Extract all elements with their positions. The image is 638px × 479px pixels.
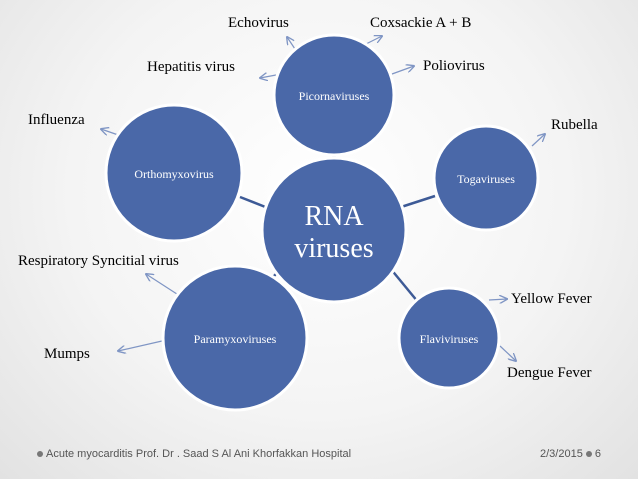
footer-right: 2/3/2015 6 [540, 447, 601, 461]
footer-date: 2/3/2015 [540, 448, 583, 460]
arrow-rubella [531, 134, 545, 147]
arrow-poliovirus [391, 66, 414, 75]
label-mumps: Mumps [44, 346, 90, 362]
connector-togaviruses [397, 194, 436, 210]
connector-flaviviruses [389, 267, 419, 303]
label-yellow-fever: Yellow Fever [511, 291, 592, 307]
label-coxsackie: Coxsackie A + B [370, 15, 472, 31]
circle-flaviviruses [397, 286, 501, 390]
footer-bullet-icon [37, 450, 43, 457]
circle-orthomyxovirus [104, 103, 244, 243]
center-line2: viruses [294, 233, 373, 264]
label-influenza: Influenza [28, 112, 85, 128]
footer-source: Acute myocarditis Prof. Dr . Saad S Al A… [34, 447, 351, 461]
label-dengue-fever: Dengue Fever [507, 365, 592, 381]
arrow-dengue-fever [499, 345, 516, 361]
family-label-paramyxoviruses: Paramyxoviruses [194, 332, 277, 346]
connector-orthomyxovirus [239, 195, 269, 210]
circle-picornaviruses [272, 33, 396, 157]
footer-source-text: Acute myocarditis Prof. Dr . Saad S Al A… [46, 448, 352, 460]
label-rubella: Rubella [551, 117, 598, 133]
label-poliovirus: Poliovirus [423, 58, 485, 74]
circle-center [260, 156, 408, 304]
footer-page: 6 [594, 448, 601, 460]
family-circles [104, 33, 540, 412]
arrow-rsv [146, 274, 181, 297]
arrow-mumps [118, 340, 163, 351]
center-line1: RNA [304, 201, 364, 232]
label-hepatitis: Hepatitis virus [147, 59, 235, 75]
circle-paramyxoviruses [161, 264, 309, 412]
family-label-flaviviruses: Flaviviruses [420, 332, 479, 346]
arrow-hepatitis [260, 75, 277, 78]
family-label-togaviruses: Togaviruses [457, 172, 515, 186]
label-rsv: Respiratory Syncitial virus [18, 253, 179, 269]
family-label-orthomyxovirus: Orthomyxovirus [134, 167, 214, 181]
label-echovirus: Echovirus [228, 15, 289, 31]
family-label-picornaviruses: Picornaviruses [299, 89, 370, 103]
circle-togaviruses [432, 124, 540, 232]
footer-separator-icon [585, 450, 592, 457]
arrow-yellow-fever [488, 299, 507, 300]
